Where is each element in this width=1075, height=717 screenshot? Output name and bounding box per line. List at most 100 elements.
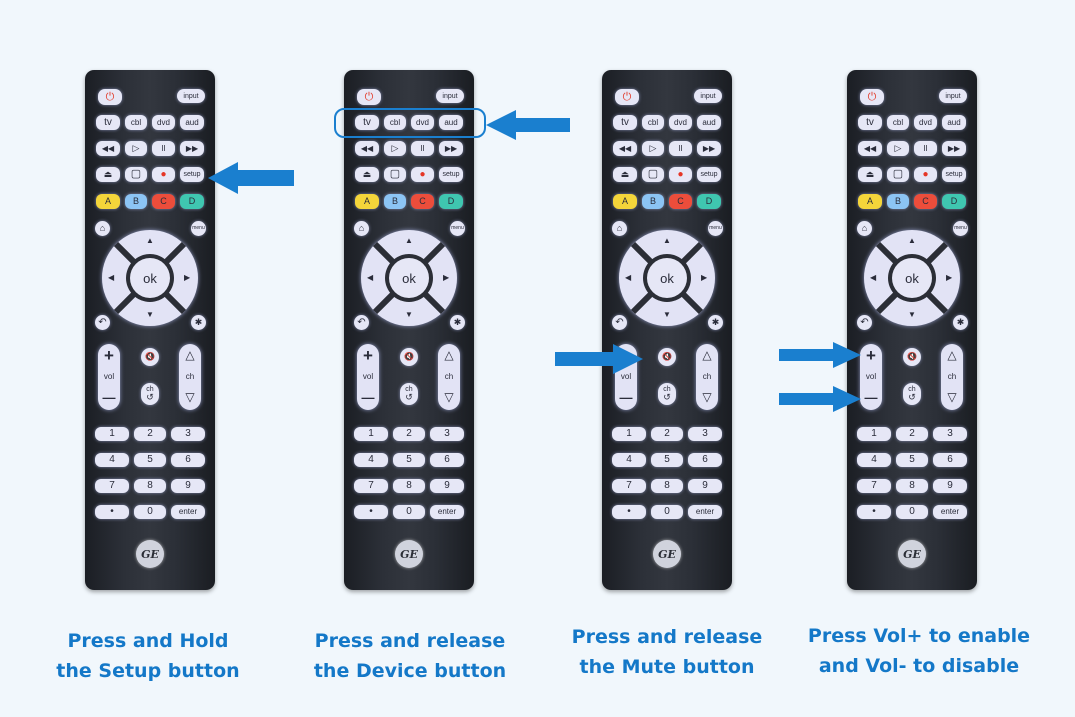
rewind-button[interactable]: ◀◀ (355, 141, 379, 156)
number-button-5[interactable]: 5 (393, 453, 425, 467)
power-button[interactable]: ⏻ (98, 89, 122, 105)
stop-button[interactable]: ▢ (125, 167, 147, 182)
setup-button[interactable]: setup (697, 167, 721, 182)
number-button-0[interactable]: 0 (896, 505, 928, 519)
prev-channel-button[interactable]: ch ↺ (903, 383, 921, 405)
mute-button[interactable]: 🔇 (400, 348, 418, 366)
color-button-d[interactable]: D (942, 194, 966, 209)
number-button-4[interactable]: 4 (95, 453, 129, 467)
ch-down-label[interactable]: ▽ (702, 390, 712, 404)
number-button-2[interactable]: 2 (896, 427, 928, 441)
down-arrow-icon[interactable]: ▼ (146, 310, 154, 319)
vol-plus-label[interactable]: + (363, 346, 373, 365)
right-arrow-icon[interactable]: ▶ (443, 273, 450, 282)
device-button-cbl[interactable]: cbl (384, 115, 406, 130)
volume-rocker[interactable]: + vol — (357, 344, 379, 410)
ok-button[interactable]: ok (647, 258, 687, 298)
channel-rocker[interactable]: △ ch ▽ (438, 344, 460, 410)
device-button-tv[interactable]: tv (355, 115, 379, 130)
power-button[interactable]: ⏻ (357, 89, 381, 105)
number-button-4[interactable]: 4 (354, 453, 388, 467)
fast-forward-button[interactable]: ▶▶ (942, 141, 966, 156)
enter-button[interactable]: enter (171, 505, 205, 519)
eject-button[interactable]: ⏏ (355, 167, 379, 182)
pause-button[interactable]: II (669, 141, 692, 156)
mute-button[interactable]: 🔇 (141, 348, 159, 366)
star-button[interactable]: ✱ (450, 315, 465, 330)
play-button[interactable]: ▷ (384, 141, 406, 156)
home-button[interactable]: ⌂ (857, 221, 872, 236)
back-button[interactable]: ↶ (354, 315, 369, 330)
pause-button[interactable]: II (914, 141, 937, 156)
eject-button[interactable]: ⏏ (613, 167, 637, 182)
pause-button[interactable]: II (152, 141, 175, 156)
number-button-6[interactable]: 6 (171, 453, 205, 467)
dot-button[interactable]: • (95, 505, 129, 519)
volume-rocker[interactable]: + vol — (860, 344, 882, 410)
power-button[interactable]: ⏻ (860, 89, 884, 105)
ch-up-label[interactable]: △ (185, 348, 195, 362)
device-button-cbl[interactable]: cbl (125, 115, 147, 130)
star-button[interactable]: ✱ (953, 315, 968, 330)
fast-forward-button[interactable]: ▶▶ (697, 141, 721, 156)
left-arrow-icon[interactable]: ◀ (625, 273, 632, 282)
directional-pad[interactable]: ok ▲ ▼ ◀ ▶ (864, 230, 960, 326)
stop-button[interactable]: ▢ (887, 167, 909, 182)
left-arrow-icon[interactable]: ◀ (108, 273, 115, 282)
number-button-9[interactable]: 9 (933, 479, 967, 493)
ch-down-label[interactable]: ▽ (947, 390, 957, 404)
device-button-aud[interactable]: aud (942, 115, 966, 130)
channel-rocker[interactable]: △ ch ▽ (696, 344, 718, 410)
fast-forward-button[interactable]: ▶▶ (180, 141, 204, 156)
color-button-a[interactable]: A (858, 194, 882, 209)
number-button-1[interactable]: 1 (857, 427, 891, 441)
prev-channel-button[interactable]: ch ↺ (400, 383, 418, 405)
number-button-5[interactable]: 5 (651, 453, 683, 467)
number-button-9[interactable]: 9 (688, 479, 722, 493)
ok-button[interactable]: ok (130, 258, 170, 298)
color-button-c[interactable]: C (669, 194, 692, 209)
channel-rocker[interactable]: △ ch ▽ (179, 344, 201, 410)
rewind-button[interactable]: ◀◀ (613, 141, 637, 156)
down-arrow-icon[interactable]: ▼ (908, 310, 916, 319)
rewind-button[interactable]: ◀◀ (858, 141, 882, 156)
device-button-tv[interactable]: tv (96, 115, 120, 130)
home-button[interactable]: ⌂ (612, 221, 627, 236)
record-button[interactable]: ● (914, 167, 937, 182)
setup-button[interactable]: setup (180, 167, 204, 182)
number-button-4[interactable]: 4 (857, 453, 891, 467)
eject-button[interactable]: ⏏ (96, 167, 120, 182)
setup-button[interactable]: setup (439, 167, 463, 182)
number-button-6[interactable]: 6 (933, 453, 967, 467)
dot-button[interactable]: • (612, 505, 646, 519)
input-button[interactable]: input (177, 89, 205, 103)
color-button-a[interactable]: A (355, 194, 379, 209)
home-button[interactable]: ⌂ (95, 221, 110, 236)
right-arrow-icon[interactable]: ▶ (701, 273, 708, 282)
number-button-5[interactable]: 5 (896, 453, 928, 467)
power-button[interactable]: ⏻ (615, 89, 639, 105)
enter-button[interactable]: enter (688, 505, 722, 519)
number-button-3[interactable]: 3 (171, 427, 205, 441)
directional-pad[interactable]: ok ▲ ▼ ◀ ▶ (619, 230, 715, 326)
directional-pad[interactable]: ok ▲ ▼ ◀ ▶ (361, 230, 457, 326)
setup-button[interactable]: setup (942, 167, 966, 182)
up-arrow-icon[interactable]: ▲ (146, 236, 154, 245)
device-button-dvd[interactable]: dvd (914, 115, 937, 130)
stop-button[interactable]: ▢ (384, 167, 406, 182)
record-button[interactable]: ● (669, 167, 692, 182)
input-button[interactable]: input (939, 89, 967, 103)
color-button-d[interactable]: D (697, 194, 721, 209)
ch-up-label[interactable]: △ (947, 348, 957, 362)
menu-button[interactable]: menu (708, 221, 723, 236)
down-arrow-icon[interactable]: ▼ (663, 310, 671, 319)
prev-channel-button[interactable]: ch ↺ (658, 383, 676, 405)
color-button-b[interactable]: B (887, 194, 909, 209)
prev-channel-button[interactable]: ch ↺ (141, 383, 159, 405)
color-button-a[interactable]: A (96, 194, 120, 209)
input-button[interactable]: input (436, 89, 464, 103)
number-button-3[interactable]: 3 (933, 427, 967, 441)
device-button-cbl[interactable]: cbl (642, 115, 664, 130)
play-button[interactable]: ▷ (125, 141, 147, 156)
number-button-5[interactable]: 5 (134, 453, 166, 467)
